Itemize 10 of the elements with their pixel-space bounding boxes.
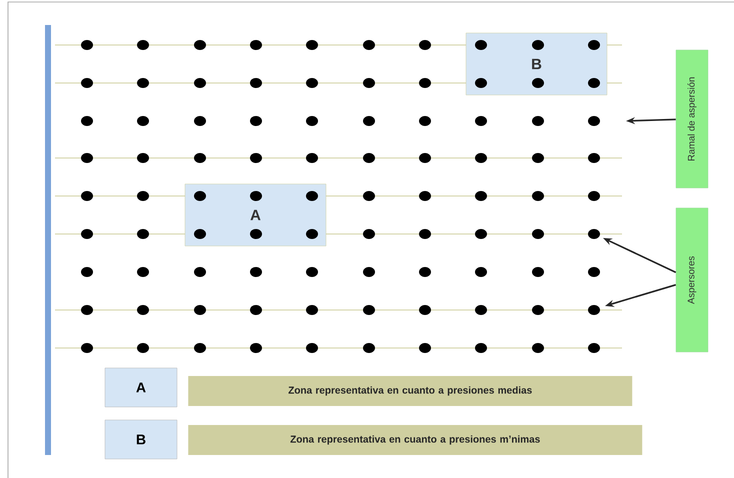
legend-key: A: [104, 368, 178, 408]
zone-letter: B: [532, 58, 542, 70]
label-box: Ramal de aspersión: [676, 50, 708, 188]
zone-box: [184, 184, 326, 246]
legend-key: B: [104, 420, 178, 460]
zone-box: [466, 32, 608, 96]
zone-letter: A: [250, 210, 261, 220]
legend-note: Zona representativa en cuanto a presiones m’nimas: [188, 424, 642, 455]
label-box: Aspersores: [676, 208, 708, 352]
legend-note: Zona representativa en cuanto a presiones medias: [188, 376, 632, 406]
